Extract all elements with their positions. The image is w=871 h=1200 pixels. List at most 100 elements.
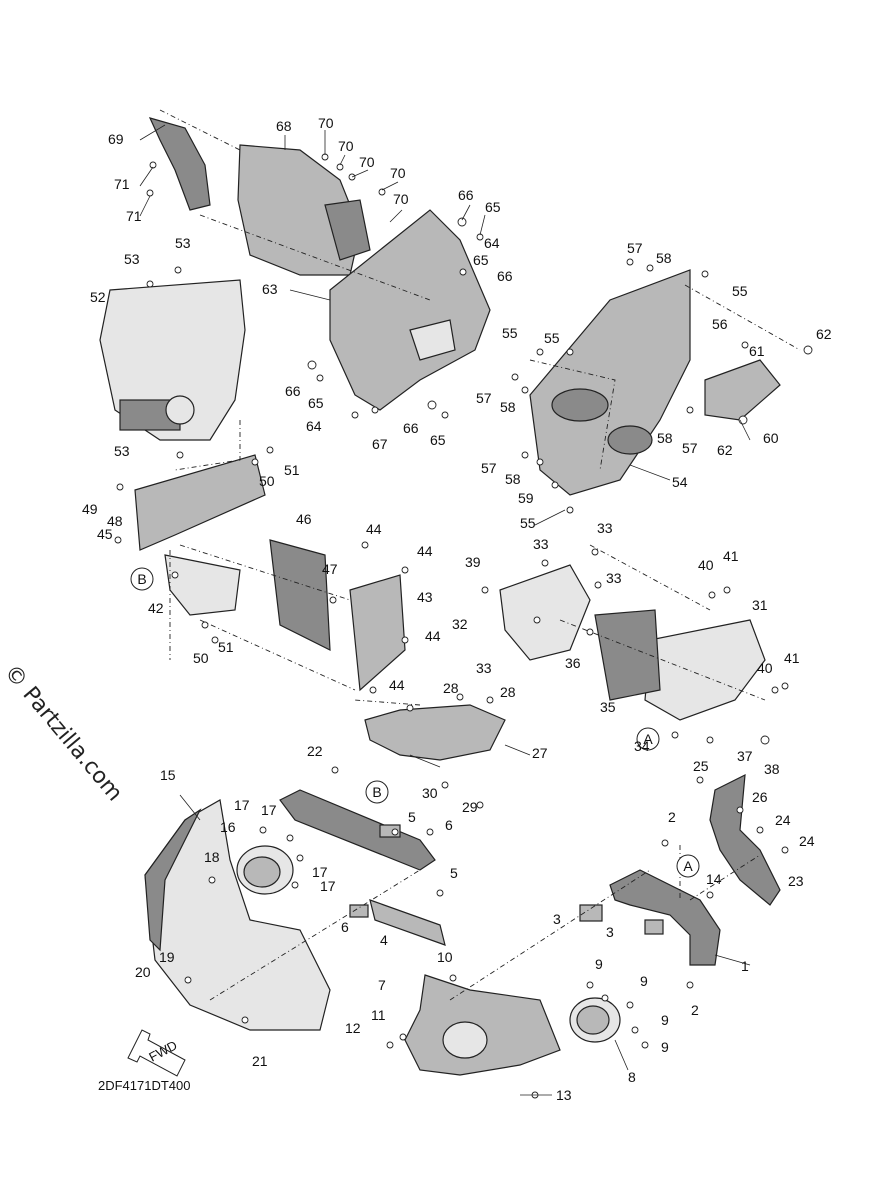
- reference-marker-a-lower: A: [676, 854, 700, 878]
- fasteners: [114, 153, 813, 1099]
- part-15-edge: [144, 808, 202, 952]
- callout-56: 56: [712, 316, 728, 332]
- callout-51a: 51: [284, 462, 300, 478]
- reference-marker-b-left: B: [130, 567, 154, 591]
- drawing-code: 2DF4171DT400: [98, 1078, 191, 1093]
- callout-71a: 71: [114, 176, 130, 192]
- callout-57c: 57: [682, 440, 698, 456]
- part-43-panel: [349, 574, 406, 692]
- callout-48: 48: [107, 513, 123, 529]
- part-35-panel: [594, 609, 661, 701]
- callout-1: 1: [741, 958, 749, 974]
- svg-text:A: A: [683, 858, 693, 874]
- callout-68: 68: [276, 118, 292, 134]
- callout-70a: 70: [318, 115, 334, 131]
- callout-66c: 66: [285, 383, 301, 399]
- callout-14: 14: [706, 871, 722, 887]
- callout-66b: 66: [497, 268, 513, 284]
- callout-40a: 40: [698, 557, 714, 573]
- callout-50b: 50: [193, 650, 209, 666]
- part-23-bracket: [709, 773, 781, 906]
- callout-labels: 69 68 70 70 70 70 70 71 71 66 65 64 65 6…: [82, 115, 832, 1103]
- callout-3a: 3: [553, 911, 561, 927]
- callout-17b: 17: [261, 802, 277, 818]
- callout-55a: 55: [732, 283, 748, 299]
- callout-70b: 70: [338, 138, 354, 154]
- part-54-cylinder-2: [607, 425, 653, 455]
- callout-33c: 33: [606, 570, 622, 586]
- part-4-arm: [369, 899, 446, 946]
- reference-marker-a-right: A: [636, 727, 660, 751]
- callout-2a: 2: [668, 809, 676, 825]
- part-31-side-cover: [644, 619, 766, 721]
- svg-text:B: B: [372, 784, 381, 800]
- callout-26: 26: [752, 789, 768, 805]
- callout-19: 19: [159, 949, 175, 965]
- callout-54: 54: [672, 474, 688, 490]
- callout-18: 18: [204, 849, 220, 865]
- part-54-cylinder: [551, 388, 609, 422]
- callout-66d: 66: [403, 420, 419, 436]
- callout-53b: 53: [175, 235, 191, 251]
- callout-13: 13: [556, 1087, 572, 1103]
- callout-64a: 64: [484, 235, 500, 251]
- callout-33d: 33: [476, 660, 492, 676]
- leader-lines: [139, 124, 751, 1096]
- callout-17a: 17: [234, 797, 250, 813]
- callout-28b: 28: [500, 684, 516, 700]
- callout-51b: 51: [218, 639, 234, 655]
- part-60-bracket: [704, 359, 781, 421]
- callout-6b: 6: [341, 919, 349, 935]
- callout-35: 35: [600, 699, 616, 715]
- callout-40b: 40: [757, 660, 773, 676]
- callout-17c: 17: [312, 864, 328, 880]
- callout-46: 46: [296, 511, 312, 527]
- callout-65c: 65: [308, 395, 324, 411]
- callout-34: 34: [634, 738, 650, 754]
- callout-55d: 55: [520, 515, 536, 531]
- callout-67: 67: [372, 436, 388, 452]
- callout-49: 49: [82, 501, 98, 517]
- callout-31: 31: [752, 597, 768, 613]
- callout-44c: 44: [425, 628, 441, 644]
- callout-62a: 62: [816, 326, 832, 342]
- part-63-inner-panel: [329, 209, 491, 411]
- callout-25: 25: [693, 758, 709, 774]
- callout-70e: 70: [393, 191, 409, 207]
- callout-36: 36: [565, 655, 581, 671]
- callout-10: 10: [437, 949, 453, 965]
- callout-3b: 3: [606, 924, 614, 940]
- callout-6a: 6: [445, 817, 453, 833]
- callout-62b: 62: [717, 442, 733, 458]
- reference-marker-b-center: B: [365, 780, 389, 804]
- callout-58b: 58: [500, 399, 516, 415]
- callout-70c: 70: [359, 154, 375, 170]
- part-32-panel: [499, 564, 591, 661]
- callout-58d: 58: [505, 471, 521, 487]
- callout-33a: 33: [597, 520, 613, 536]
- callout-11: 11: [371, 1007, 386, 1023]
- callout-12: 12: [345, 1020, 361, 1036]
- callout-69: 69: [108, 131, 124, 147]
- fwd-arrow-icon: FWD: [127, 1029, 186, 1077]
- svg-text:B: B: [137, 571, 146, 587]
- part-6-clip: [349, 904, 369, 918]
- part-16-lens: [243, 856, 281, 888]
- callout-44a: 44: [366, 521, 382, 537]
- callout-42: 42: [148, 600, 164, 616]
- part-70-panel: [324, 199, 371, 261]
- part-8-lens: [576, 1005, 610, 1035]
- part-52-hole: [165, 395, 195, 425]
- part-46-panel: [269, 539, 331, 651]
- part-7-lower-cowl: [404, 974, 561, 1076]
- callout-38: 38: [764, 761, 780, 777]
- callout-57d: 57: [481, 460, 497, 476]
- callout-64b: 64: [306, 418, 322, 434]
- callout-66a: 66: [458, 187, 474, 203]
- callout-65b: 65: [473, 252, 489, 268]
- callout-9b: 9: [640, 973, 648, 989]
- callout-53a: 53: [124, 251, 140, 267]
- callout-27: 27: [532, 745, 548, 761]
- callout-22: 22: [307, 743, 323, 759]
- callout-8: 8: [628, 1069, 636, 1085]
